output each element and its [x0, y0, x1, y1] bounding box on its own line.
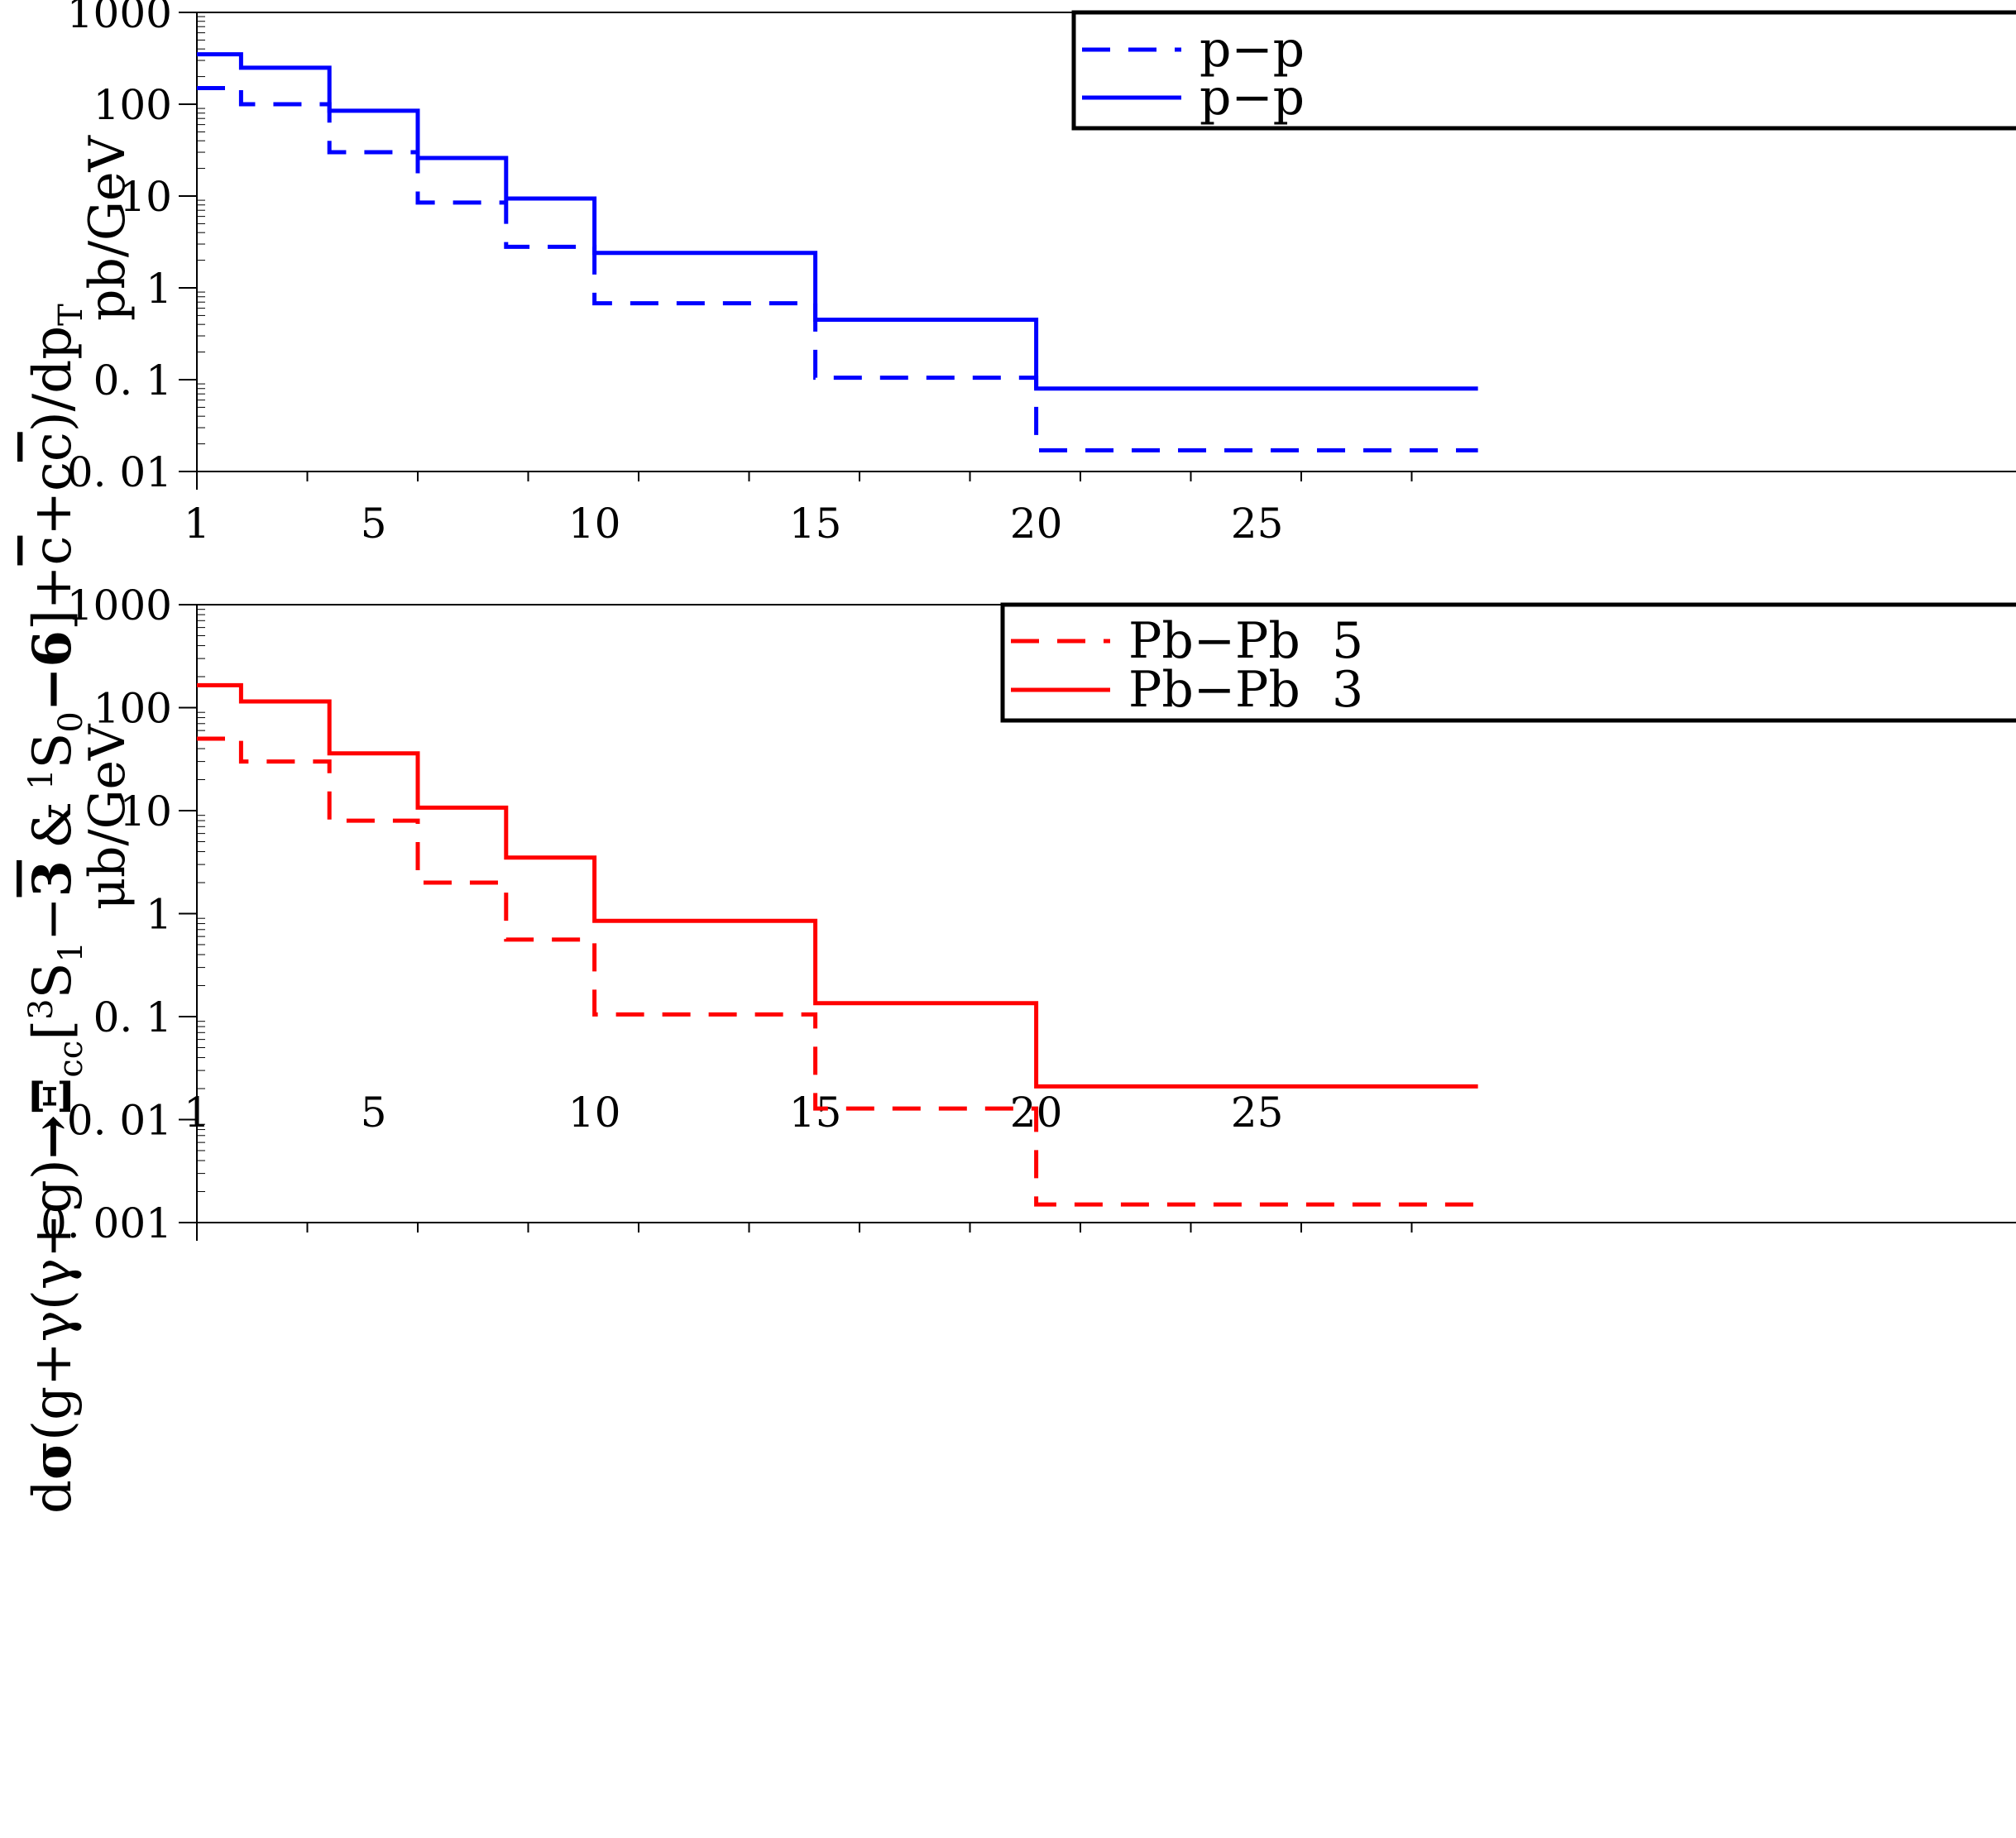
y-tick-label: 1000 — [67, 582, 172, 629]
legend: Pb−Pb 5Pb−Pb 3 — [1000, 602, 2016, 723]
x-tick-label: 5 — [361, 1089, 387, 1137]
series-line-solid — [197, 52, 1478, 391]
y-tick-label: 100 — [93, 685, 172, 733]
ylabel-expression: dσ(g+γ(γ+g)→Ξcc[3S1−3&1S0−6]+c+cc)/dpT — [22, 304, 90, 1514]
y-tick-label: 0. 1 — [93, 357, 172, 404]
x-tick-label: 5 — [361, 500, 387, 548]
y-tick-label: 1000 — [67, 0, 172, 37]
legend-entry-label: p−p — [1200, 69, 1305, 127]
x-tick-label: 20 — [1010, 500, 1063, 548]
y-tick-label: 0. 01 — [67, 448, 172, 496]
x-tick-label: 1 — [184, 1089, 210, 1137]
y-tick-label: 0. 001 — [41, 1199, 172, 1247]
x-tick-label: 15 — [789, 500, 842, 548]
y-tick-label: 1 — [146, 265, 172, 313]
x-tick-label: 1 — [184, 500, 210, 548]
y-tick-label: 1 — [146, 891, 172, 939]
legend-entry-label: Pb−Pb 3 — [1128, 661, 1363, 719]
y-tick-label: 100 — [93, 81, 172, 129]
legend-box — [1000, 602, 2016, 723]
y-tick-label: 0. 01 — [67, 1097, 172, 1145]
y-tick-label: 10 — [119, 173, 172, 221]
legend-box — [1071, 10, 2016, 131]
legend-entry-label: p−p — [1200, 21, 1305, 79]
x-tick-label: 10 — [568, 500, 621, 548]
shared-y-axis-label: dσ(g+γ(γ+g)→Ξcc[3S1−3&1S0−6]+c+cc)/dpT — [22, 304, 90, 1514]
x-tick-label: 25 — [1231, 1089, 1284, 1137]
x-tick-label: 25 — [1231, 500, 1284, 548]
top-y-unit-label: pb/GeV — [79, 135, 136, 321]
series-line-solid — [197, 682, 1478, 1089]
bottom-y-unit-label: μb/GeV — [79, 723, 136, 910]
series-line-dashed — [197, 85, 1478, 452]
legend: p−pp−p — [1071, 10, 2016, 131]
x-tick-label: 10 — [568, 1089, 621, 1137]
y-tick-label: 0. 1 — [93, 993, 172, 1041]
series-line-dashed — [197, 736, 1478, 1207]
legend-entry-label: Pb−Pb 5 — [1128, 612, 1363, 670]
y-tick-label: 10 — [119, 787, 172, 835]
